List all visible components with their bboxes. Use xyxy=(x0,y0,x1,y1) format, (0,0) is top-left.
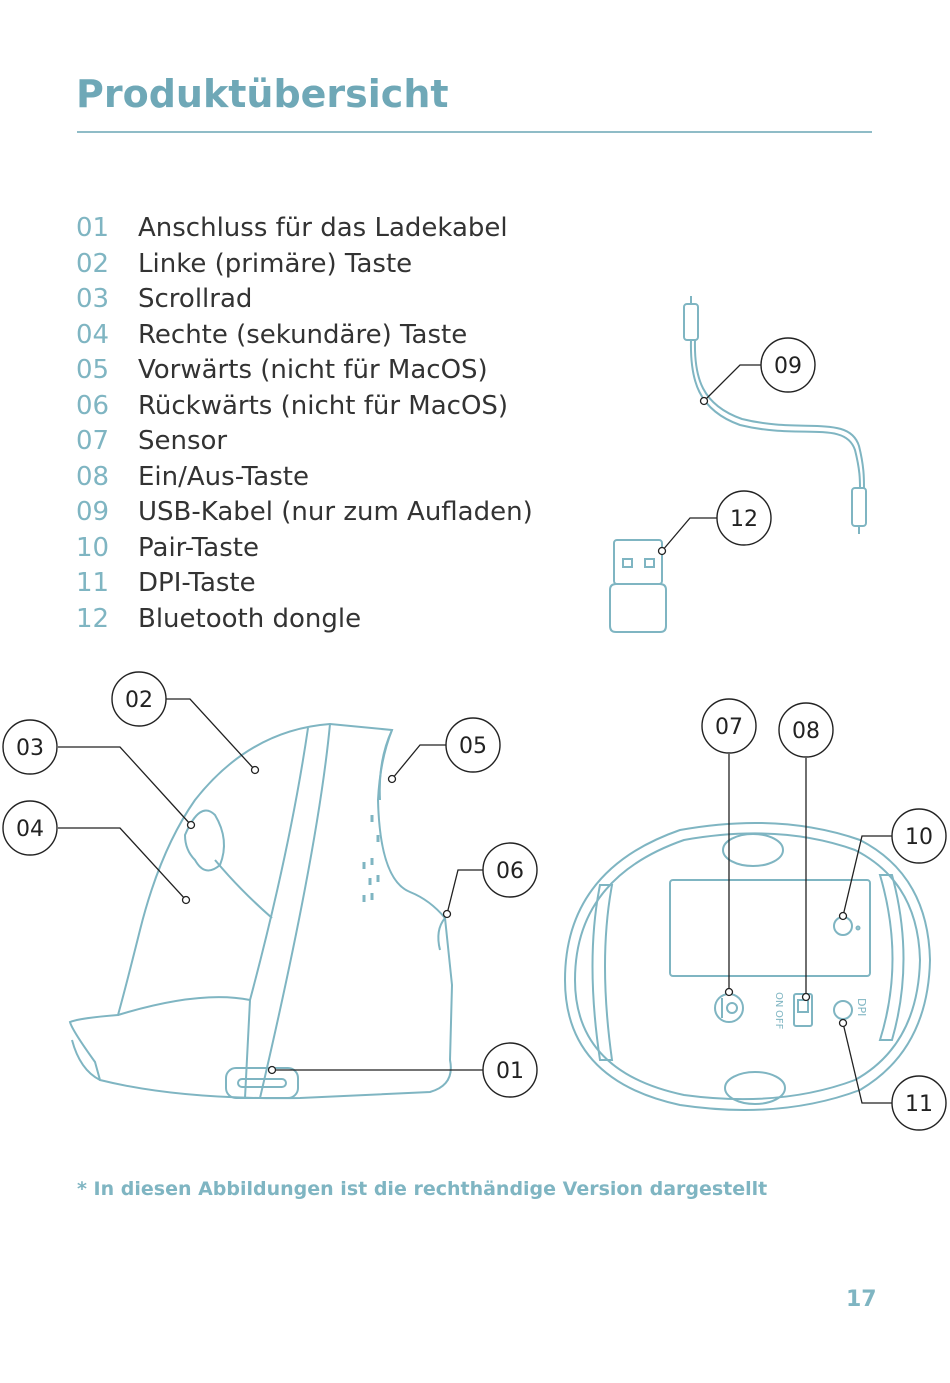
part-number: 08 xyxy=(76,461,110,492)
callout-10-circle xyxy=(891,808,947,864)
part-label: Ein/Aus-Taste xyxy=(138,461,309,492)
part-number: 02 xyxy=(76,248,110,279)
on-label: ON xyxy=(773,992,784,1007)
callout-03-circle xyxy=(2,719,58,775)
page-number: 17 xyxy=(846,1287,877,1312)
callout-01-circle xyxy=(482,1042,538,1098)
title-divider xyxy=(77,131,872,133)
callout-04-circle xyxy=(2,800,58,856)
callout-02-circle xyxy=(111,671,167,727)
callout-11-circle xyxy=(891,1075,947,1131)
callout-04-label: 04 xyxy=(16,817,44,842)
list-item: 01 Anschluss für das Ladekabel xyxy=(76,213,533,249)
part-number: 04 xyxy=(76,319,110,350)
callout-02-label: 02 xyxy=(125,688,153,713)
footnote: * In diesen Abbildungen ist die rechthän… xyxy=(77,1178,768,1200)
callout-01-label: 01 xyxy=(496,1059,524,1084)
part-number: 03 xyxy=(76,284,110,314)
callout-12-circle xyxy=(716,490,772,546)
part-number: 11 xyxy=(76,568,110,598)
part-number: 09 xyxy=(76,497,110,527)
callout-06-label: 06 xyxy=(496,859,524,884)
off-label: OFF xyxy=(773,1010,784,1030)
list-item: 05 Vorwärts (nicht für MacOS) xyxy=(76,355,533,391)
bluetooth-dongle-illustration xyxy=(609,539,667,633)
callout-10-label: 10 xyxy=(905,825,933,850)
callout-09-circle xyxy=(760,337,816,393)
mouse-side-view-illustration xyxy=(68,722,454,1100)
callout-07-circle xyxy=(701,698,757,754)
callout-08-label: 08 xyxy=(792,719,820,744)
parts-list: 01 Anschluss für das Ladekabel 02 Linke (p… xyxy=(76,213,533,639)
part-label: DPI-Taste xyxy=(138,568,256,598)
part-number: 10 xyxy=(76,532,110,563)
leader-lines xyxy=(58,364,892,1104)
list-item: 08 Ein/Aus-Taste xyxy=(76,462,533,498)
callout-07-label: 07 xyxy=(715,715,743,740)
list-item: 09 USB-Kabel (nur zum Aufladen) xyxy=(76,497,533,533)
leader-dots xyxy=(181,396,848,1075)
callout-06-circle xyxy=(482,842,538,898)
usb-cable-illustration xyxy=(683,296,867,534)
callout-05-circle xyxy=(445,717,501,773)
part-number: 07 xyxy=(76,426,110,456)
mouse-bottom-view-illustration xyxy=(563,822,932,1111)
list-item: 11 DPI-Taste xyxy=(76,568,533,604)
list-item: 07 Sensor xyxy=(76,426,533,462)
part-label: Anschluss für das Ladekabel xyxy=(138,213,508,243)
part-label: Linke (primäre) Taste xyxy=(138,248,413,279)
part-label: Pair-Taste xyxy=(138,532,259,563)
list-item: 04 Rechte (sekundäre) Taste xyxy=(76,320,533,356)
part-label: Bluetooth dongle xyxy=(138,603,362,634)
list-item: 10 Pair-Taste xyxy=(76,533,533,569)
part-label: Rechte (sekundäre) Taste xyxy=(138,319,468,350)
callout-09-label: 09 xyxy=(774,354,802,379)
callout-08-circle xyxy=(778,702,834,758)
callout-05-label: 05 xyxy=(459,734,487,759)
list-item: 02 Linke (primäre) Taste xyxy=(76,249,533,285)
callout-11-label: 11 xyxy=(905,1092,933,1117)
list-item: 03 Scrollrad xyxy=(76,284,533,320)
part-number: 06 xyxy=(76,390,110,421)
list-item: 12 Bluetooth dongle xyxy=(76,604,533,640)
part-number: 01 xyxy=(76,213,110,243)
part-label: USB-Kabel (nur zum Aufladen) xyxy=(138,497,533,527)
dpi-label: DPI xyxy=(855,998,868,1016)
page-title: Produktübersicht xyxy=(76,72,449,116)
part-label: Rückwärts (nicht für MacOS) xyxy=(138,390,509,421)
part-number: 05 xyxy=(76,355,110,385)
part-label: Vorwärts (nicht für MacOS) xyxy=(138,355,488,385)
list-item: 06 Rückwärts (nicht für MacOS) xyxy=(76,391,533,427)
part-label: Scrollrad xyxy=(138,284,253,314)
part-label: Sensor xyxy=(138,426,228,456)
callout-03-label: 03 xyxy=(16,736,44,761)
part-number: 12 xyxy=(76,603,110,634)
callout-12-label: 12 xyxy=(730,507,758,532)
